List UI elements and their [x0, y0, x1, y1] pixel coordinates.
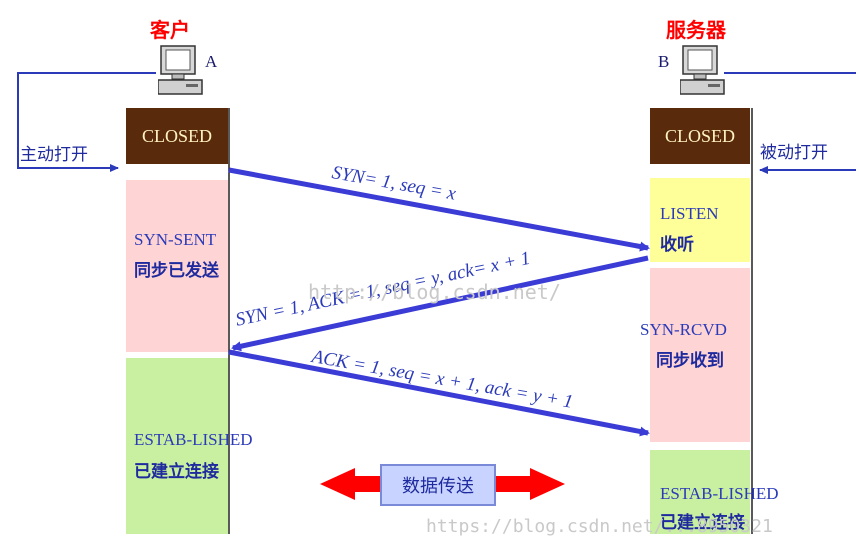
server-established-zh-label: 已建立连接 — [660, 513, 745, 533]
client-established-label: ESTAB-LISHED — [134, 430, 253, 449]
client-open-loop — [17, 72, 156, 172]
syn-sent-zh-label: 同步已发送 — [134, 261, 219, 281]
server-established-box — [650, 450, 750, 534]
client-established-zh-label: 已建立连接 — [134, 462, 219, 482]
listen-label: LISTEN — [660, 204, 719, 223]
syn-sent-label: SYN-SENT — [134, 230, 217, 249]
syn-rcvd-label: SYN-RCVD — [640, 320, 727, 339]
ack-arrow — [228, 349, 650, 437]
client-established-box — [126, 358, 228, 534]
passive-open-label: 被动打开 — [760, 143, 828, 163]
syn-arrow — [228, 167, 650, 252]
client-letter: A — [205, 52, 218, 71]
active-open-label: 主动打开 — [20, 145, 88, 165]
client-closed-state: CLOSED — [126, 108, 228, 164]
syn-sent-box — [126, 180, 228, 352]
server-computer-icon — [680, 42, 726, 100]
client-title: 客户 — [150, 18, 190, 42]
watermark-center: http://blog.csdn.net/ — [308, 280, 561, 304]
server-closed-state: CLOSED — [650, 108, 750, 164]
watermark-bottom: https://blog.csdn.net/...8950321 — [426, 516, 773, 537]
listen-zh-label: 收听 — [660, 235, 694, 255]
server-established-label: ESTAB-LISHED — [660, 484, 779, 503]
listen-box — [650, 178, 750, 262]
server-title: 服务器 — [666, 18, 726, 42]
data-transfer-label: 数据传送 — [380, 464, 496, 506]
server-letter: B — [658, 52, 670, 71]
syn-ack-arrow — [231, 255, 649, 352]
syn-rcvd-box — [650, 268, 750, 442]
client-computer-icon — [158, 42, 204, 100]
syn-rcvd-zh-label: 同步收到 — [656, 351, 724, 371]
